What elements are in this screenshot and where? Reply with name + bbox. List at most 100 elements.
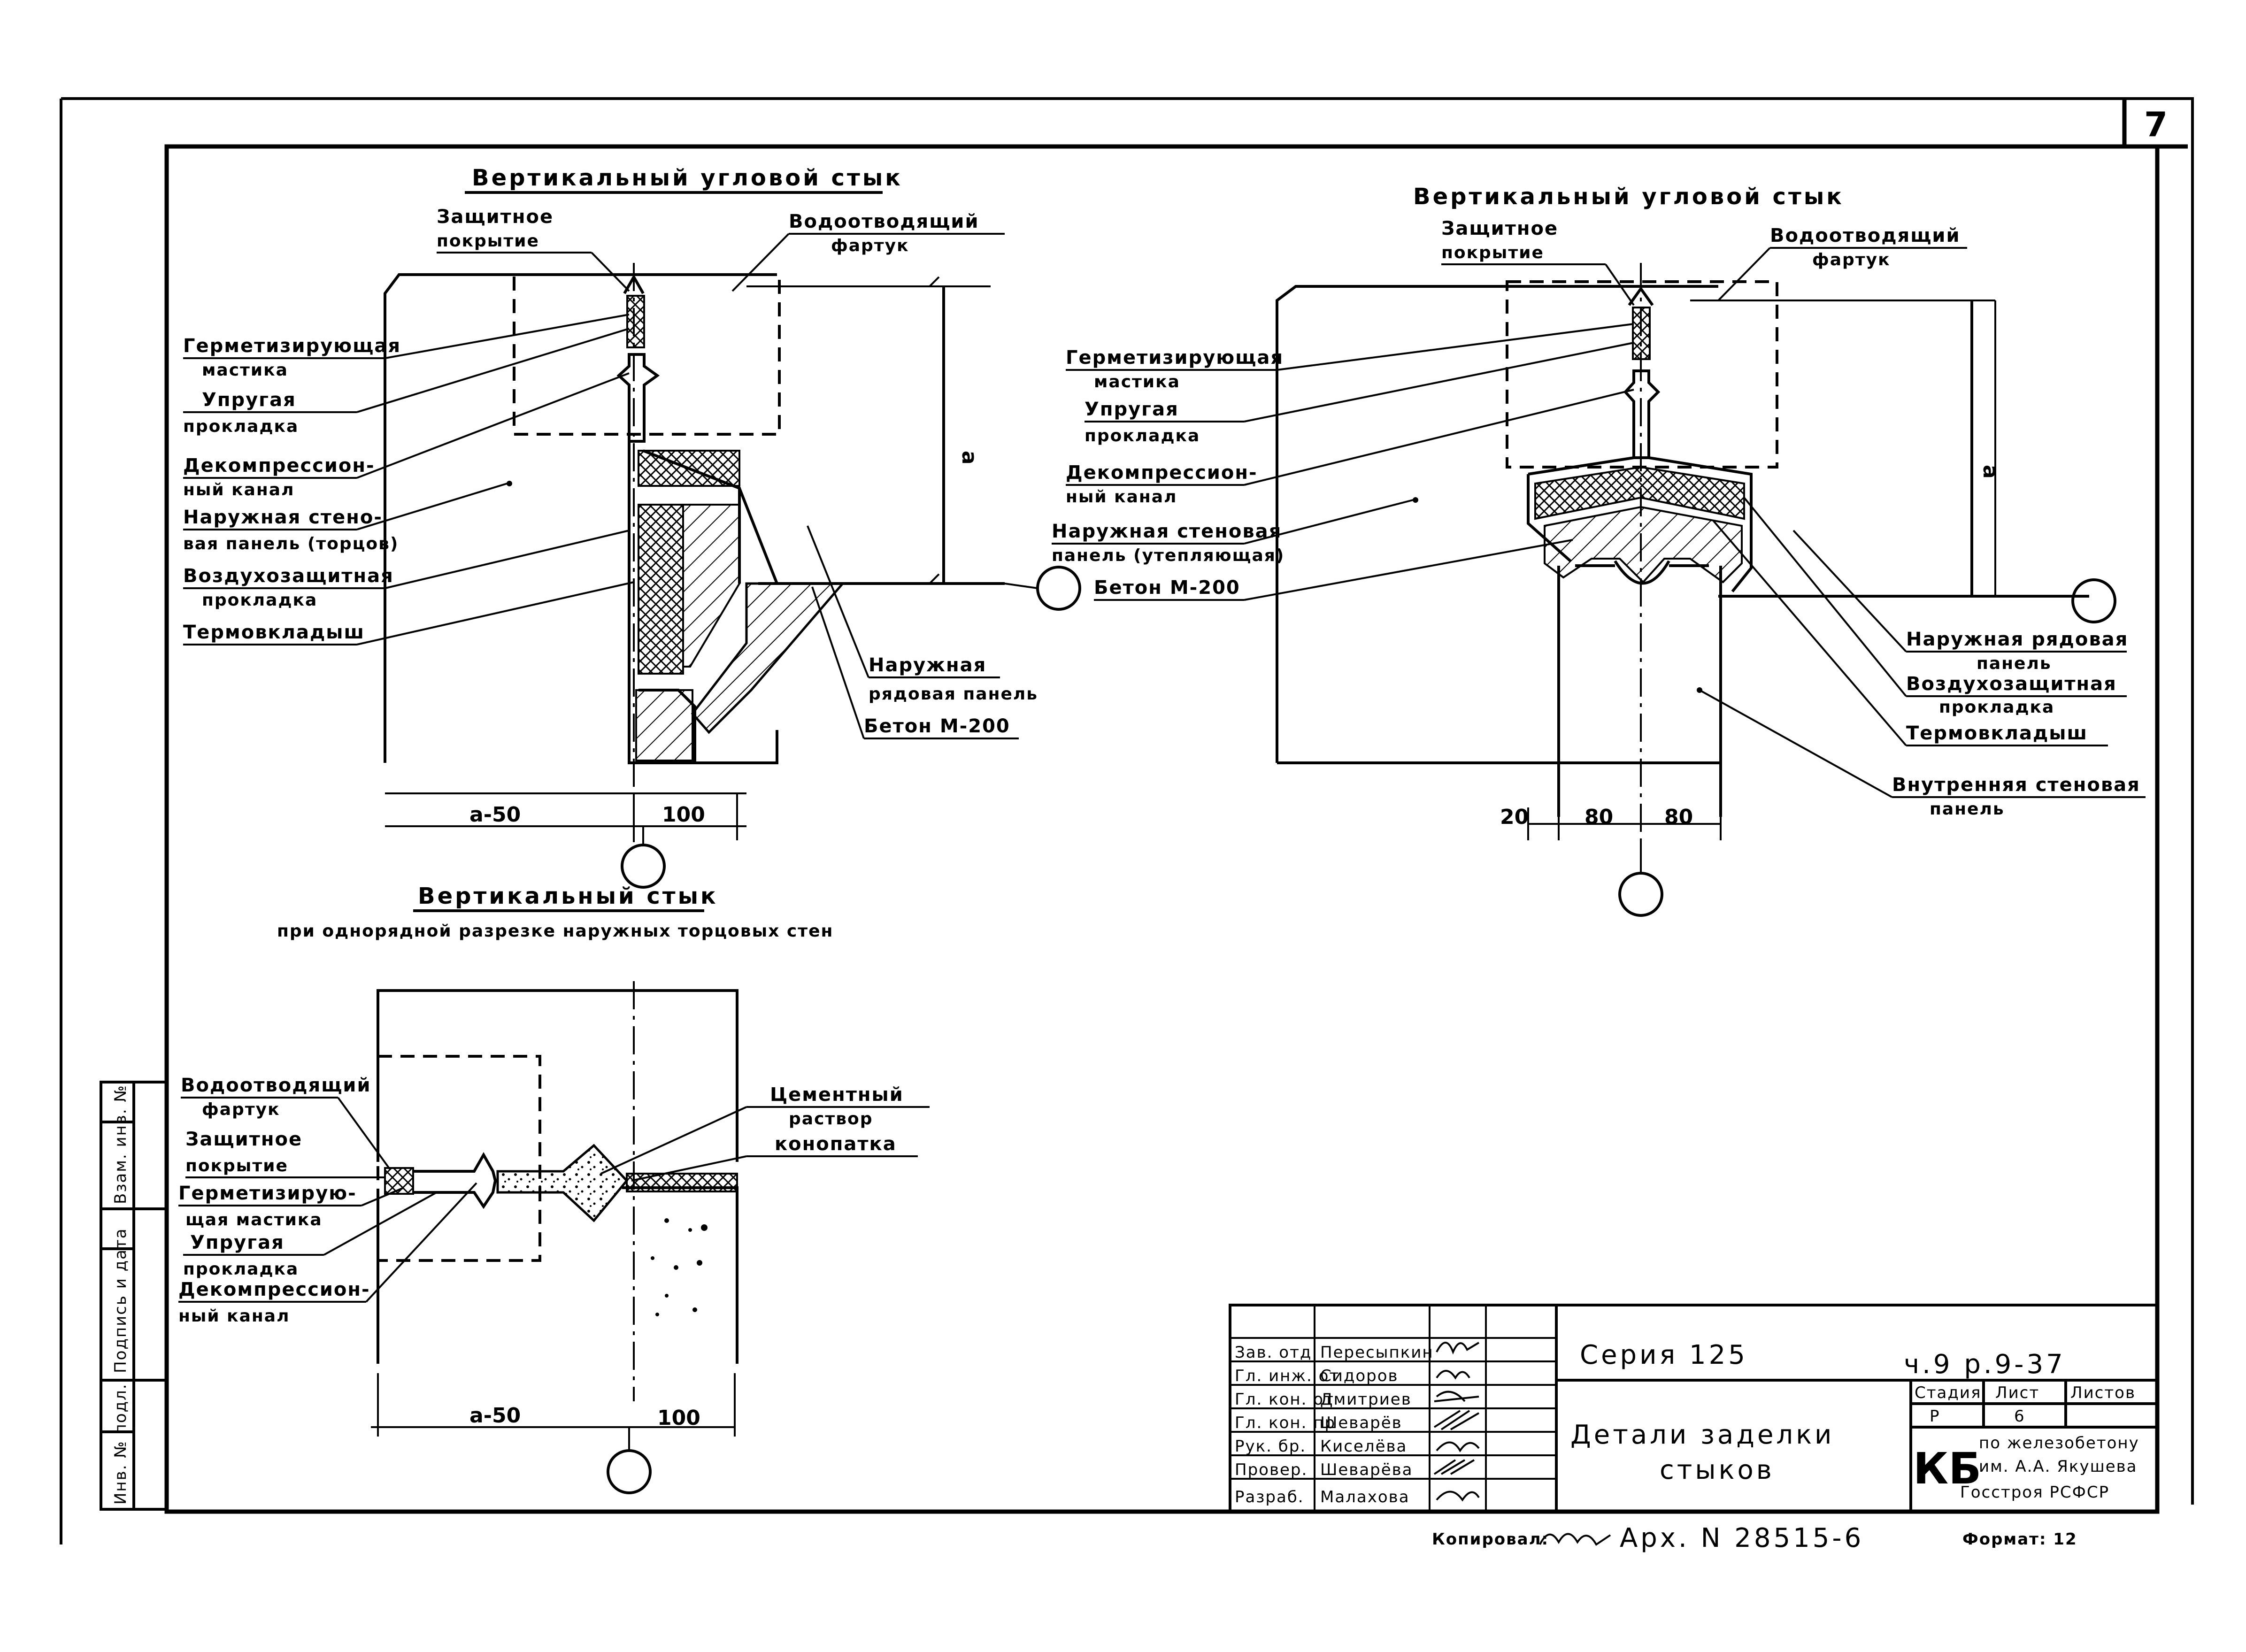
detail-b-bottom-marker <box>1618 872 1663 917</box>
detail-a-right-marker <box>1036 566 1081 611</box>
a-label-concrete: Бетон М-200 <box>864 715 1010 737</box>
sheet-number: 7 <box>2144 105 2168 144</box>
tb-stage: Р <box>1930 1407 1940 1426</box>
sheet-number-box: 7 <box>2122 99 2188 149</box>
detail-b-title: Вертикальный угловой стык <box>1413 184 1844 210</box>
tb-role-1: Гл. инж. от <box>1235 1367 1339 1385</box>
detail-a-dim-a50: a-50 <box>469 803 521 827</box>
tb-role-5: Провер. <box>1235 1460 1308 1479</box>
tb-name-4: Киселёва <box>1320 1437 1407 1456</box>
detail-a-section-marker <box>621 844 666 889</box>
a-label-outer-panel-1: Наружная стено- <box>183 507 383 528</box>
tb-name-1: Сидоров <box>1320 1367 1399 1385</box>
a-label-protective-2: покрытие <box>437 231 539 251</box>
side-stamp: Инв. № подл. Подпись и дата Взам. инв. № <box>100 1081 168 1511</box>
side-stamp-repl: Взам. инв. № <box>111 1084 130 1204</box>
mortar-dots-lower <box>651 1218 708 1316</box>
b-label-drip-1: Водоотводящий <box>1770 225 1960 246</box>
detail-c-dim-100: 100 <box>657 1406 700 1430</box>
b-label-air-1: Воздухозащитная <box>1906 673 2117 695</box>
tb-sheet: 6 <box>2014 1407 2025 1426</box>
tb-stage-header: Стадия <box>1915 1383 1981 1402</box>
b-label-inner-panel-2: панель <box>1930 799 2005 819</box>
a-label-sealant-2: мастика <box>202 361 288 380</box>
footer-archive: Арх. N 28515-6 <box>1620 1523 1864 1553</box>
a-label-thermal: Термовкладыш <box>183 622 365 643</box>
a-label-drip-1: Водоотводящий <box>789 211 979 232</box>
tb-sheet-header: Лист <box>1995 1383 2039 1402</box>
b-label-sealant-1: Герметизирующая <box>1066 347 1284 369</box>
c-label-drip-1: Водоотводящий <box>181 1075 371 1096</box>
c-label-decomp-1: Декомпрессион- <box>178 1279 370 1300</box>
c-label-sealant-1: Герметизирую- <box>178 1183 357 1204</box>
detail-c-dim-a50: a-50 <box>469 1404 521 1428</box>
detail-a-dim-100: 100 <box>662 803 705 827</box>
detail-a: Вертикальный угловой стык a a-50 100 <box>183 165 1081 889</box>
c-label-cement-1: Цементный <box>770 1084 904 1106</box>
b-label-row-panel-1: Наружная рядовая <box>1906 629 2128 650</box>
tb-name-2: Дмитриев <box>1320 1390 1412 1409</box>
tb-name-3: Шеварёв <box>1320 1414 1402 1432</box>
tb-role-4: Рук. бр. <box>1235 1437 1306 1456</box>
detail-b-dim-80a: 80 <box>1585 805 1613 829</box>
b-label-decomp-1: Декомпрессион- <box>1066 462 1258 484</box>
c-label-gasket-1: Упругая <box>190 1232 285 1253</box>
tb-code: ч.9 р.9-37 <box>1904 1349 2066 1380</box>
side-stamp-sign: Подпись и дата <box>111 1228 130 1373</box>
tb-series: Серия 125 <box>1580 1340 1748 1370</box>
side-stamp-inv: Инв. № подл. <box>111 1383 130 1505</box>
footer: Копировал: Арх. N 28515-6 Формат: 12 <box>1432 1523 2077 1553</box>
b-label-concrete: Бетон М-200 <box>1094 577 1240 599</box>
tb-role-6: Разраб. <box>1235 1488 1304 1506</box>
tb-org-logo: КБ <box>1913 1444 1981 1494</box>
b-label-sealant-2: мастика <box>1094 372 1180 392</box>
a-label-row-panel-2: рядовая панель <box>869 684 1038 704</box>
detail-c-section-marker <box>607 1449 652 1494</box>
copier-signature <box>1539 1533 1611 1546</box>
inner-frame <box>164 144 2160 1514</box>
detail-b-dim-20: 20 <box>1500 805 1529 829</box>
tb-name-6: Малахова <box>1320 1488 1410 1506</box>
b-label-decomp-2: ный канал <box>1066 487 1177 507</box>
tb-org-3: Госстроя РСФСР <box>1960 1483 2109 1502</box>
tb-org-1: по железобетону <box>1979 1434 2139 1452</box>
tb-title-2: стыков <box>1660 1455 1775 1485</box>
b-label-inner-panel-1: Внутренняя стеновая <box>1892 774 2140 796</box>
tb-role-2: Гл. кон. от <box>1235 1390 1334 1409</box>
tb-sheets-header: Листов <box>2070 1383 2136 1402</box>
tb-role-0: Зав. отд. <box>1235 1343 1318 1362</box>
b-label-air-2: прокладка <box>1939 698 2054 717</box>
detail-c-title: Вертикальный стык <box>418 883 718 909</box>
c-label-sealant-2: щая мастика <box>185 1210 323 1229</box>
detail-c: Вертикальный стык при однорядной разрезк… <box>178 883 930 1494</box>
a-label-row-panel-1: Наружная <box>869 654 986 676</box>
c-label-caulking: конопатка <box>775 1133 897 1155</box>
tb-role-3: Гл. кон. пр <box>1235 1414 1336 1432</box>
detail-c-subtitle: при однорядной разрезке наружных торцовы… <box>277 922 833 941</box>
detail-b-dim-80b: 80 <box>1664 805 1693 829</box>
b-label-protective-2: покрытие <box>1441 243 1544 262</box>
a-label-outer-panel-2: вая панель (торцов) <box>183 534 399 553</box>
a-label-air-2: прокладка <box>202 591 317 610</box>
tb-org-2: им. А.А. Якушева <box>1979 1457 2138 1476</box>
a-label-drip-2: фартук <box>831 236 909 255</box>
tb-title-1: Детали заделки <box>1570 1420 1834 1450</box>
b-label-row-panel-2: панель <box>1977 654 2052 673</box>
detail-b-dim-a: a <box>1978 465 2002 479</box>
b-label-outer-panel-2: панель (утепляющая) <box>1052 546 1285 565</box>
b-label-gasket-2: прокладка <box>1085 426 1200 446</box>
footer-format: Формат: 12 <box>1962 1530 2077 1549</box>
a-label-decomp-1: Декомпрессион- <box>183 455 375 476</box>
a-label-decomp-2: ный канал <box>183 480 294 499</box>
b-label-protective-1: Защитное <box>1441 218 1558 239</box>
outer-frame <box>60 97 2194 1544</box>
b-label-outer-panel-1: Наружная стеновая <box>1052 521 1282 542</box>
detail-a-title: Вертикальный угловой стык <box>472 165 903 191</box>
title-block: Зав. отд. Пересыпкин Гл. инж. от Сидоров… <box>1229 1304 2159 1513</box>
c-label-protective-2: покрытие <box>185 1156 288 1176</box>
a-label-air-1: Воздухозащитная <box>183 565 394 587</box>
detail-a-dim-a: a <box>957 451 981 465</box>
b-label-thermal: Термовкладыш <box>1906 722 2088 744</box>
signatures <box>1433 1342 1480 1502</box>
